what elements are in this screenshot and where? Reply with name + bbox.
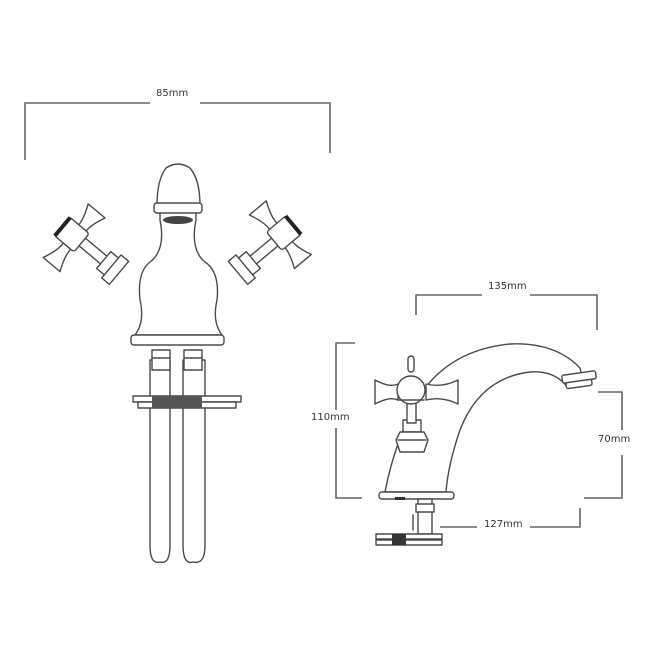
right-cross-handle xyxy=(227,200,312,286)
label-110mm: 110mm xyxy=(309,412,352,423)
dimension-line-135mm xyxy=(415,294,598,330)
side-pipe-and-plate xyxy=(375,498,443,546)
label-135mm: 135mm xyxy=(486,281,529,292)
label-127mm: 127mm xyxy=(482,519,525,530)
front-view-tap xyxy=(42,163,312,564)
tap-body xyxy=(134,194,223,336)
dimension-line-85mm xyxy=(24,102,331,160)
dimension-line-110mm xyxy=(335,342,362,499)
label-70mm: 70mm xyxy=(596,434,633,445)
side-view-tap xyxy=(374,343,597,546)
spout-head xyxy=(156,163,201,206)
label-85mm: 85mm xyxy=(154,88,191,99)
supply-pipes xyxy=(149,349,206,564)
left-cross-handle xyxy=(42,203,130,286)
mounting-plate xyxy=(132,395,242,409)
dimension-line-127mm xyxy=(440,508,581,528)
dimension-line-70mm xyxy=(584,391,623,499)
side-cross-handle xyxy=(374,355,459,424)
